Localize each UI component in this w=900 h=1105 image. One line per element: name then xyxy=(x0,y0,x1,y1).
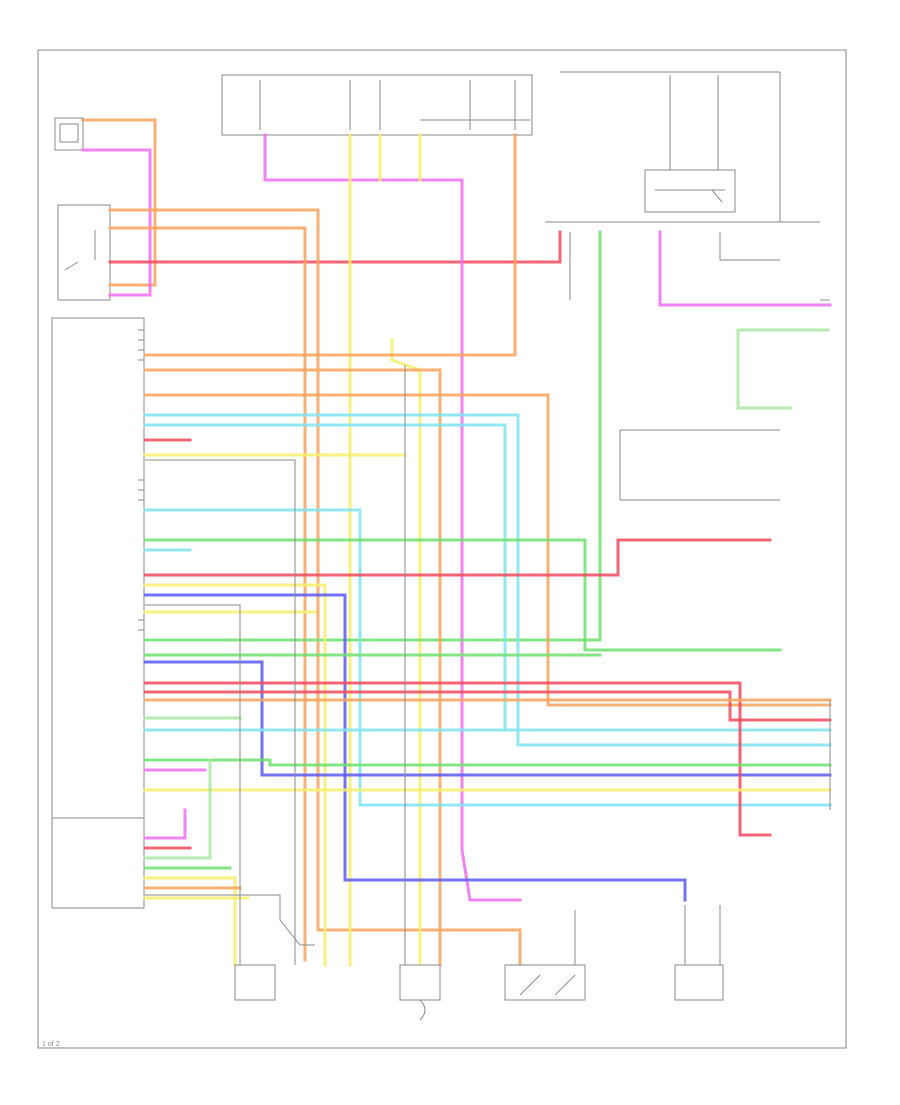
diagram-border xyxy=(37,49,847,1049)
left-relay xyxy=(57,204,111,301)
wires xyxy=(81,118,832,967)
right-terminals xyxy=(820,299,831,810)
module-pin-ticks xyxy=(138,329,144,631)
bottom-connectors xyxy=(234,944,724,1021)
page-id: 1 of 2 xyxy=(42,1041,60,1048)
control-module xyxy=(51,317,145,909)
top-fuse-block xyxy=(221,74,533,136)
relay-box xyxy=(545,71,820,223)
blower-switch xyxy=(54,117,84,151)
